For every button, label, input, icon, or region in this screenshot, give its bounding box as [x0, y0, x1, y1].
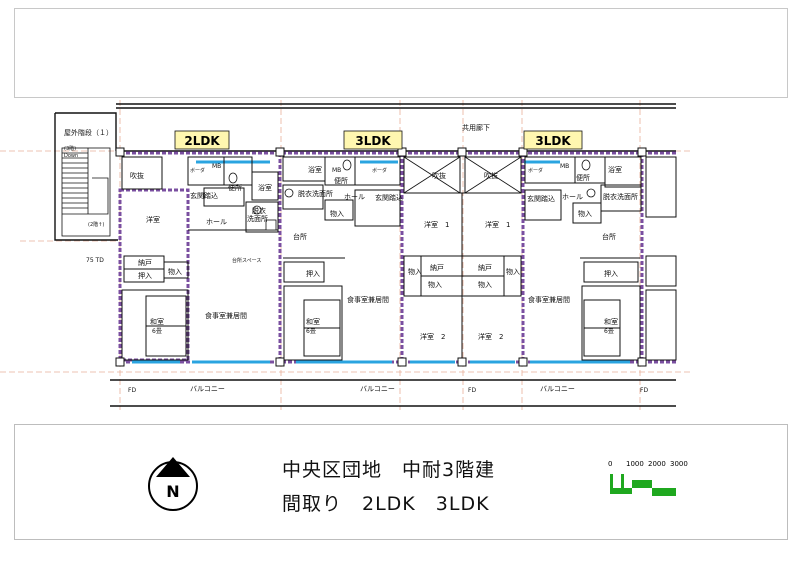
room-label: 物入 [168, 267, 182, 276]
unit-badge-label: 3LDK [355, 134, 391, 148]
scale-graphic [610, 474, 676, 496]
room-label: バルコニー [540, 385, 575, 393]
room-label: 物入 [578, 209, 592, 218]
room-label: FD [128, 387, 136, 394]
unit-badge-1 [174, 130, 230, 150]
room-label: 吹抜 [432, 171, 446, 180]
room-label: 洋室 2 [478, 332, 503, 341]
scale-label: 1000 [626, 460, 644, 468]
room-label: 玄関踏込 [527, 194, 555, 203]
room-label: 納戸 [430, 263, 444, 272]
room-label: 75 TD [86, 257, 104, 264]
room-label: 洗面所 [247, 214, 268, 223]
room-label: 屋外階段（１） [64, 128, 113, 137]
unit-badge-label: 3LDK [535, 134, 571, 148]
room-label: 物入 [428, 280, 442, 289]
upper-frame [14, 8, 788, 98]
room-label: (3階) [64, 145, 76, 152]
room-label: 食事室兼居間 [528, 295, 570, 304]
room-label: 洋室 2 [420, 332, 445, 341]
room-label: 押入 [604, 269, 618, 278]
scale-bar: 0 1000 2000 3000 [608, 460, 688, 500]
room-label: バルコニー [190, 385, 225, 393]
outdoor-stair [61, 147, 111, 237]
room-label: FD [468, 387, 476, 394]
room-label: ボーダ [372, 167, 387, 174]
unit-badge-label: 2LDK [184, 134, 220, 148]
room-label: 和室 [150, 317, 164, 326]
room-label: ホール [206, 218, 227, 226]
room-label: 洋室 1 [424, 220, 449, 229]
room-label: MB [560, 163, 569, 170]
fixtures [228, 156, 596, 231]
room-label: 押入 [138, 271, 152, 280]
columns [115, 147, 647, 367]
room-label: 浴室 [258, 183, 272, 192]
room-label: 脱衣 [252, 206, 266, 215]
room-label: ボーダ [190, 167, 205, 174]
room-label: 脱衣洗面所 [603, 192, 638, 201]
room-label: 物入 [330, 209, 344, 218]
room-label: 共用廊下 [462, 123, 490, 132]
room-label: ホール [344, 193, 365, 201]
room-label: 吹抜 [130, 171, 144, 180]
room-label: 和室 [306, 317, 320, 326]
room-label: 6畳 [152, 328, 162, 335]
room-label: 6畳 [306, 328, 316, 335]
room-label: 物入 [506, 267, 520, 276]
room-label: FD [640, 387, 648, 394]
room-label: 便所 [576, 173, 590, 182]
room-label: 台所スペース [232, 257, 261, 264]
room-label: 物入 [408, 267, 422, 276]
room-label: MB [212, 163, 221, 170]
plan-subtitle: 間取り 2LDK 3LDK [282, 493, 490, 515]
room-label: 納戸 [138, 258, 152, 267]
room-label: 浴室 [308, 165, 322, 174]
room-labels: 屋外階段（１） (3階) Down (2階↑) 75 TD 共用廊下 吹抜 ボー… [64, 123, 648, 394]
room-label: 物入 [478, 280, 492, 289]
scale-label: 2000 [648, 460, 666, 468]
room-label: 浴室 [608, 165, 622, 174]
room-label: 食事室兼居間 [205, 311, 247, 320]
room-label: 便所 [228, 183, 242, 192]
room-label: 洋室 1 [485, 220, 510, 229]
room-label: ホール [562, 193, 583, 201]
room-label: 脱衣洗面所 [298, 189, 333, 198]
room-label: 台所 [602, 232, 616, 241]
unit-badge-2 [343, 130, 403, 150]
room-label: 洋室 [146, 215, 160, 224]
unit-badge-3 [523, 130, 583, 150]
room-label: MB [332, 167, 341, 174]
room-label: 6畳 [604, 328, 614, 335]
scale-label: 3000 [670, 460, 688, 468]
title-frame [14, 424, 788, 540]
room-label: 玄関踏込 [375, 193, 403, 202]
north-arrow-icon: N [148, 457, 198, 511]
windows [132, 160, 630, 364]
room-label: 納戸 [478, 263, 492, 272]
room-label: 玄関踏込 [190, 191, 218, 200]
room-label: 和室 [604, 317, 618, 326]
room-label: 押入 [306, 269, 320, 278]
room-label: Down [64, 153, 78, 159]
room-label: (2階↑) [88, 221, 104, 228]
partitions [121, 156, 677, 361]
room-label: 台所 [293, 232, 307, 241]
scale-label: 0 [608, 460, 613, 468]
north-label: N [166, 482, 179, 501]
room-label: 吹抜 [484, 171, 498, 180]
room-label: ボーダ [528, 167, 543, 174]
room-label: バルコニー [360, 385, 395, 393]
plan-title: 中央区団地 中耐3階建 [282, 459, 496, 481]
floor-plan: 2LDK 3LDK 3LDK 屋外階段（１） (3階) Down (2階↑) 7… [0, 100, 690, 410]
room-label: 食事室兼居間 [347, 295, 389, 304]
room-label: 便所 [334, 176, 348, 185]
